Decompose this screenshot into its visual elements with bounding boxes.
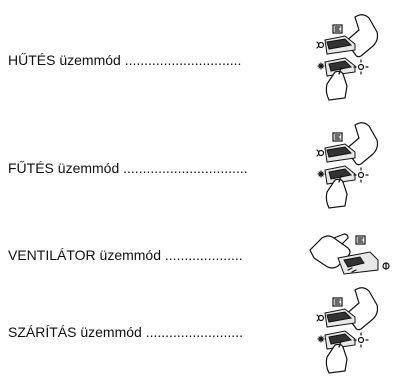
mode-name: SZÁRÍTÁS üzemmód <box>8 324 142 340</box>
heating-switch-icon <box>316 122 379 209</box>
mode-name: VENTILÁTOR üzemmód <box>8 247 162 263</box>
leader-dots: ......................... <box>145 324 243 340</box>
leader-dots: ................................ <box>123 160 248 176</box>
mode-label-heating: FŰTÉS üzemmód ..........................… <box>8 160 248 176</box>
mode-name: FŰTÉS üzemmód <box>8 160 120 176</box>
leader-dots: .................... <box>164 247 243 263</box>
fan-switch-icon <box>309 233 390 275</box>
cooling-switch-icon <box>316 14 379 101</box>
dry-switch-icon <box>316 287 379 374</box>
leader-dots: .............................. <box>124 52 242 68</box>
mode-label-fan: VENTILÁTOR üzemmód .................... <box>8 247 243 263</box>
mode-label-cooling: HŰTÉS üzemmód ..........................… <box>8 52 241 68</box>
mode-name: HŰTÉS üzemmód <box>8 52 121 68</box>
mode-label-dry: SZÁRÍTÁS üzemmód .......................… <box>8 324 243 340</box>
